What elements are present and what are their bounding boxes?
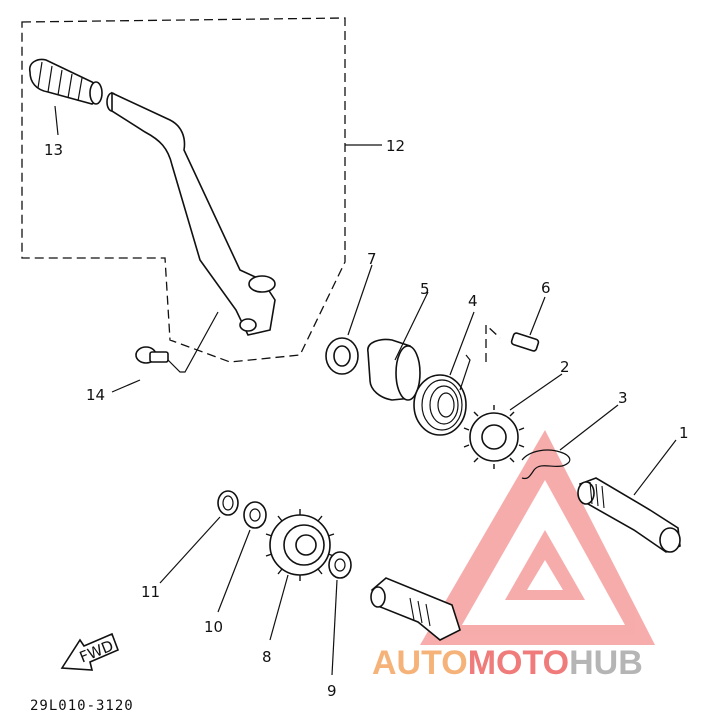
callout-4: 4	[468, 292, 478, 310]
callout-11: 11	[141, 583, 160, 601]
callout-6: 6	[541, 279, 551, 297]
ratchet-gear-2	[463, 405, 525, 469]
brand-auto: AUTO	[372, 644, 468, 682]
callout-12: 12	[386, 137, 405, 155]
idle-gear-8	[265, 509, 335, 581]
callout-1: 1	[679, 424, 689, 442]
callout-7: 7	[367, 250, 377, 268]
washer-9	[328, 551, 352, 579]
brand-moto: MOTO	[468, 644, 569, 682]
brand-hub: HUB	[569, 644, 643, 682]
watermark-logo	[420, 430, 655, 645]
doc-number: 29L010-3120	[30, 698, 134, 714]
callout-3: 3	[618, 389, 628, 407]
circlip-11	[217, 490, 239, 516]
idle-gear-shaft	[370, 577, 461, 641]
bolt-14	[135, 346, 169, 364]
callout-13: 13	[44, 141, 63, 159]
oil-seal-7	[325, 337, 359, 375]
clip-3	[521, 449, 571, 480]
spring-guide-5	[367, 338, 421, 401]
washer-10	[243, 501, 267, 529]
fwd-label: FWD	[77, 637, 116, 667]
callout-2: 2	[560, 358, 570, 376]
callout-9: 9	[327, 682, 337, 700]
kick-lever	[106, 91, 276, 336]
callout-5: 5	[420, 280, 430, 298]
torsion-spring-4	[413, 354, 471, 436]
callout-14: 14	[86, 386, 105, 404]
watermark-brand: AUTOMOTOHUB	[372, 644, 643, 682]
assembly-outline-12	[21, 17, 346, 363]
fwd-arrow-icon	[60, 632, 120, 671]
kick-shaft-1	[577, 477, 681, 553]
callout-10: 10	[204, 618, 223, 636]
kick-grip-13	[28, 58, 103, 105]
callout-8: 8	[262, 648, 272, 666]
pin-6	[510, 332, 540, 352]
